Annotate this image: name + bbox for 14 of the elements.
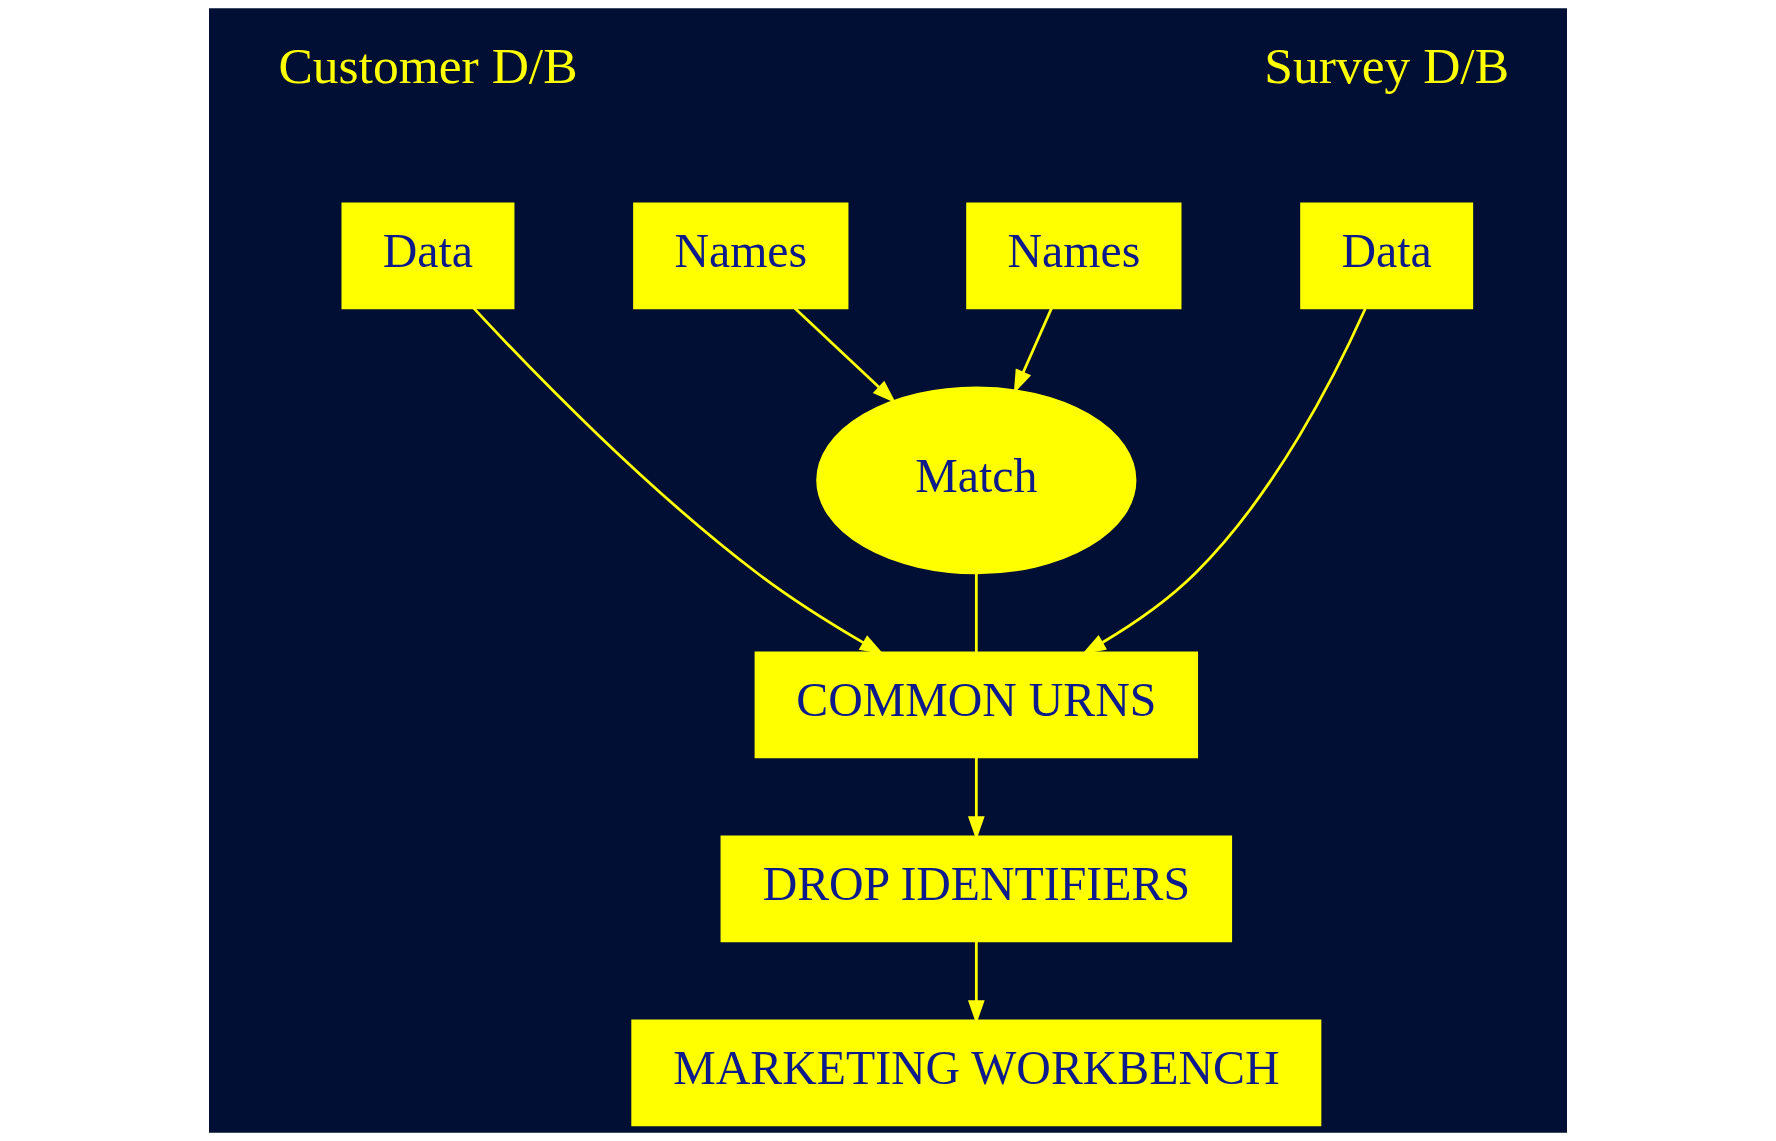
node-box: MARKETING WORKBENCH — [631, 1019, 1322, 1127]
node-ellipse: Match — [816, 386, 1137, 575]
arrow — [793, 307, 897, 404]
node-box: Names — [966, 202, 1182, 310]
arrow — [472, 307, 884, 655]
label: Customer D/B — [278, 36, 578, 94]
node-box: Data — [1300, 202, 1474, 310]
node-box: COMMON URNS — [754, 651, 1199, 759]
connector — [974, 573, 978, 652]
label: Survey D/B — [1264, 36, 1510, 94]
node-box: DROP IDENTIFIERS — [720, 835, 1233, 943]
node-box: Names — [633, 202, 849, 310]
node-box: Data — [341, 202, 515, 310]
arrow — [1082, 308, 1367, 655]
